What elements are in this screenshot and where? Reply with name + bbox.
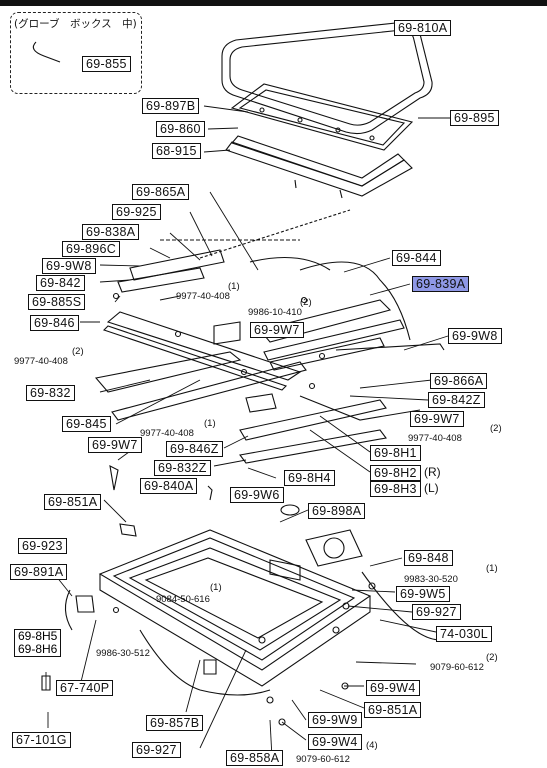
part-label-68-915[interactable]: 68-915: [152, 143, 201, 159]
note-left: (L): [424, 481, 439, 495]
sunroof-frame-drawing: [32, 41, 441, 726]
glass-panel-drawing: [221, 21, 433, 135]
inset-caption: (グローブ ボックス 中): [14, 18, 137, 30]
part-label-69-897B[interactable]: 69-897B: [142, 98, 200, 114]
note-part-9977-40-408-d: 9977-40-408: [408, 433, 462, 444]
part-label-69-846Z[interactable]: 69-846Z: [166, 441, 223, 457]
part-label-69-898A[interactable]: 69-898A: [308, 503, 366, 519]
part-label-69-8H6[interactable]: 69-8H6: [18, 642, 58, 656]
part-label-69-845[interactable]: 69-845: [62, 416, 111, 432]
part-label-69-8H4[interactable]: 69-8H4: [284, 470, 335, 486]
part-label-69-885S[interactable]: 69-885S: [28, 294, 86, 310]
part-label-69-858A[interactable]: 69-858A: [226, 750, 284, 766]
note-qty-2b: (2): [72, 346, 84, 357]
note-part-9079-60-612-a: 9079-60-612: [430, 662, 484, 673]
part-label-69-896C[interactable]: 69-896C: [62, 241, 121, 257]
note-qty-1a: (1): [228, 281, 240, 292]
note-part-9084-50-616: 9084-50-616: [156, 594, 210, 605]
part-label-69-810A[interactable]: 69-810A: [394, 20, 452, 36]
part-label-69-866A[interactable]: 69-866A: [430, 373, 488, 389]
part-label-69-9W8[interactable]: 69-9W8: [42, 258, 96, 274]
part-label-69-860[interactable]: 69-860: [156, 121, 205, 137]
part-label-69-8H3[interactable]: 69-8H3: [370, 481, 421, 497]
part-label-69-9W6[interactable]: 69-9W6: [230, 487, 284, 503]
part-label-67-740P[interactable]: 67-740P: [56, 680, 114, 696]
part-label-69-838A[interactable]: 69-838A: [82, 224, 140, 240]
note-qty-2a: (2): [300, 297, 312, 308]
part-label-69-895[interactable]: 69-895: [450, 110, 499, 126]
part-label-69-832Z[interactable]: 69-832Z: [154, 460, 211, 476]
part-label-69-9W4-b[interactable]: 69-9W4: [308, 734, 362, 750]
part-label-69-9W5[interactable]: 69-9W5: [396, 586, 450, 602]
part-label-69-839A[interactable]: 69-839A: [412, 276, 470, 292]
part-label-69-840A[interactable]: 69-840A: [140, 478, 198, 494]
part-label-69-8H5[interactable]: 69-8H5: [18, 629, 58, 643]
note-qty-1d: (1): [486, 563, 498, 574]
part-label-69-848[interactable]: 69-848: [404, 550, 453, 566]
part-label-69-842[interactable]: 69-842: [36, 275, 85, 291]
part-label-69-844[interactable]: 69-844: [392, 250, 441, 266]
note-part-9977-40-408-a: 9977-40-408: [176, 291, 230, 302]
part-label-69-9W4-a[interactable]: 69-9W4: [366, 680, 420, 696]
note-part-9986-10-410: 9986-10-410: [248, 307, 302, 318]
part-label-69-832[interactable]: 69-832: [26, 385, 75, 401]
note-part-9986-30-512: 9986-30-512: [96, 648, 150, 659]
part-label-69-9W9[interactable]: 69-9W9: [308, 712, 362, 728]
note-part-9977-40-408-c: 9977-40-408: [140, 428, 194, 439]
note-qty-1c: (1): [210, 582, 222, 593]
part-label-67-101G[interactable]: 67-101G: [12, 732, 71, 748]
part-label-69-851A-b[interactable]: 69-851A: [364, 702, 422, 718]
note-qty-1b: (1): [204, 418, 216, 429]
guide-rail-drawing: [94, 209, 445, 501]
part-label-stack-69-8H5-8H6[interactable]: 69-8H5 69-8H6: [14, 629, 62, 657]
part-label-69-846[interactable]: 69-846: [30, 315, 79, 331]
part-label-69-9W7-a[interactable]: 69-9W7: [250, 322, 304, 338]
weatherstrip-drawing: [230, 83, 414, 151]
part-label-69-8H2[interactable]: 69-8H2: [370, 465, 421, 481]
note-part-9983-30-520: 9983-30-520: [404, 574, 458, 585]
part-label-69-9W7-c[interactable]: 69-9W7: [88, 437, 142, 453]
part-label-69-925[interactable]: 69-925: [112, 204, 161, 220]
part-label-69-927-a[interactable]: 69-927: [412, 604, 461, 620]
top-border: [0, 0, 547, 6]
part-label-69-842Z[interactable]: 69-842Z: [428, 392, 485, 408]
part-label-69-851A-a[interactable]: 69-851A: [44, 494, 102, 510]
part-label-69-923[interactable]: 69-923: [18, 538, 67, 554]
note-qty-4: (4): [366, 740, 378, 751]
note-right: (R): [424, 465, 441, 479]
note-qty-2c: (2): [490, 423, 502, 434]
part-label-69-865A[interactable]: 69-865A: [132, 184, 190, 200]
part-label-69-927-b[interactable]: 69-927: [132, 742, 181, 758]
note-part-9079-60-612-b: 9079-60-612: [296, 754, 350, 765]
note-part-9977-40-408-b: 9977-40-408: [14, 356, 68, 367]
frame-seal-drawing: [225, 135, 413, 199]
part-label-69-855[interactable]: 69-855: [82, 56, 131, 72]
part-label-69-9W8-b[interactable]: 69-9W8: [448, 328, 502, 344]
glovebox-inset: [10, 12, 142, 94]
part-label-74-030L[interactable]: 74-030L: [436, 626, 492, 642]
part-label-69-9W7-b[interactable]: 69-9W7: [410, 411, 464, 427]
note-qty-2d: (2): [486, 652, 498, 663]
part-label-69-891A[interactable]: 69-891A: [10, 564, 68, 580]
part-label-69-857B[interactable]: 69-857B: [146, 715, 204, 731]
part-label-69-8H1[interactable]: 69-8H1: [370, 445, 421, 461]
